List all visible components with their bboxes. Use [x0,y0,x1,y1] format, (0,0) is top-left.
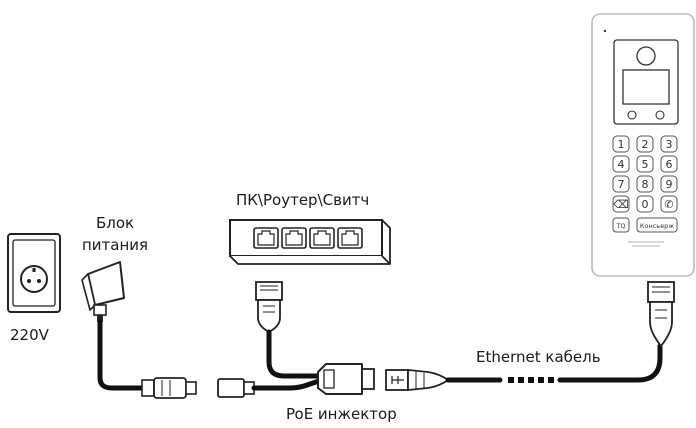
voltage-label: 220V [10,326,50,344]
ethernet-cable-label: Ethernet кабель [476,348,601,366]
power-supply-label-2: питания [82,236,148,254]
dc-jack-cable [251,377,325,391]
ethernet-cable-right [557,343,663,383]
key-4: 4 [618,158,625,171]
keypad-labels: 1 2 3 4 5 6 7 8 9 ⌫ 0 ✆ TQ Консьерж [613,138,674,230]
key-5: 5 [642,158,649,171]
intercom-panel: 1 2 3 4 5 6 7 8 9 ⌫ 0 ✆ TQ Консьерж [591,13,695,277]
cable-gap-dots [508,377,554,383]
dc-jack [217,378,255,398]
key-8: 8 [642,178,649,191]
key-2: 2 [642,138,649,151]
key-tq: TQ [615,222,625,230]
rj45-plug-switch [255,281,283,334]
key-6: 6 [666,158,673,171]
power-adapter [81,261,125,322]
camera-icon [636,46,656,66]
panel-fine-print [628,241,664,247]
rj45-plug-injector [385,369,450,391]
key-concierge: Консьерж [640,222,674,230]
poe-injector [317,363,375,395]
power-supply-label-1: Блок [96,214,134,232]
power-cable [97,319,145,391]
switch-cable [266,329,325,379]
key-1: 1 [618,138,625,151]
intercom-display [622,69,670,105]
keypad [612,135,678,233]
key-9: 9 [666,178,673,191]
dc-plug [141,377,197,399]
network-switch [229,219,391,265]
poe-injector-label: PoE инжектор [286,405,397,423]
key-0: 0 [642,198,649,211]
wall-socket [7,233,61,313]
socket-outlet-icon [20,265,48,293]
key-backspace-icon: ⌫ [613,198,629,211]
switch-ports [253,227,363,249]
key-call-icon: ✆ [664,198,673,211]
key-3: 3 [666,138,673,151]
key-7: 7 [618,178,625,191]
rj45-plug-intercom [647,281,675,348]
network-device-label: ПК\Роутер\Свитч [236,191,369,209]
